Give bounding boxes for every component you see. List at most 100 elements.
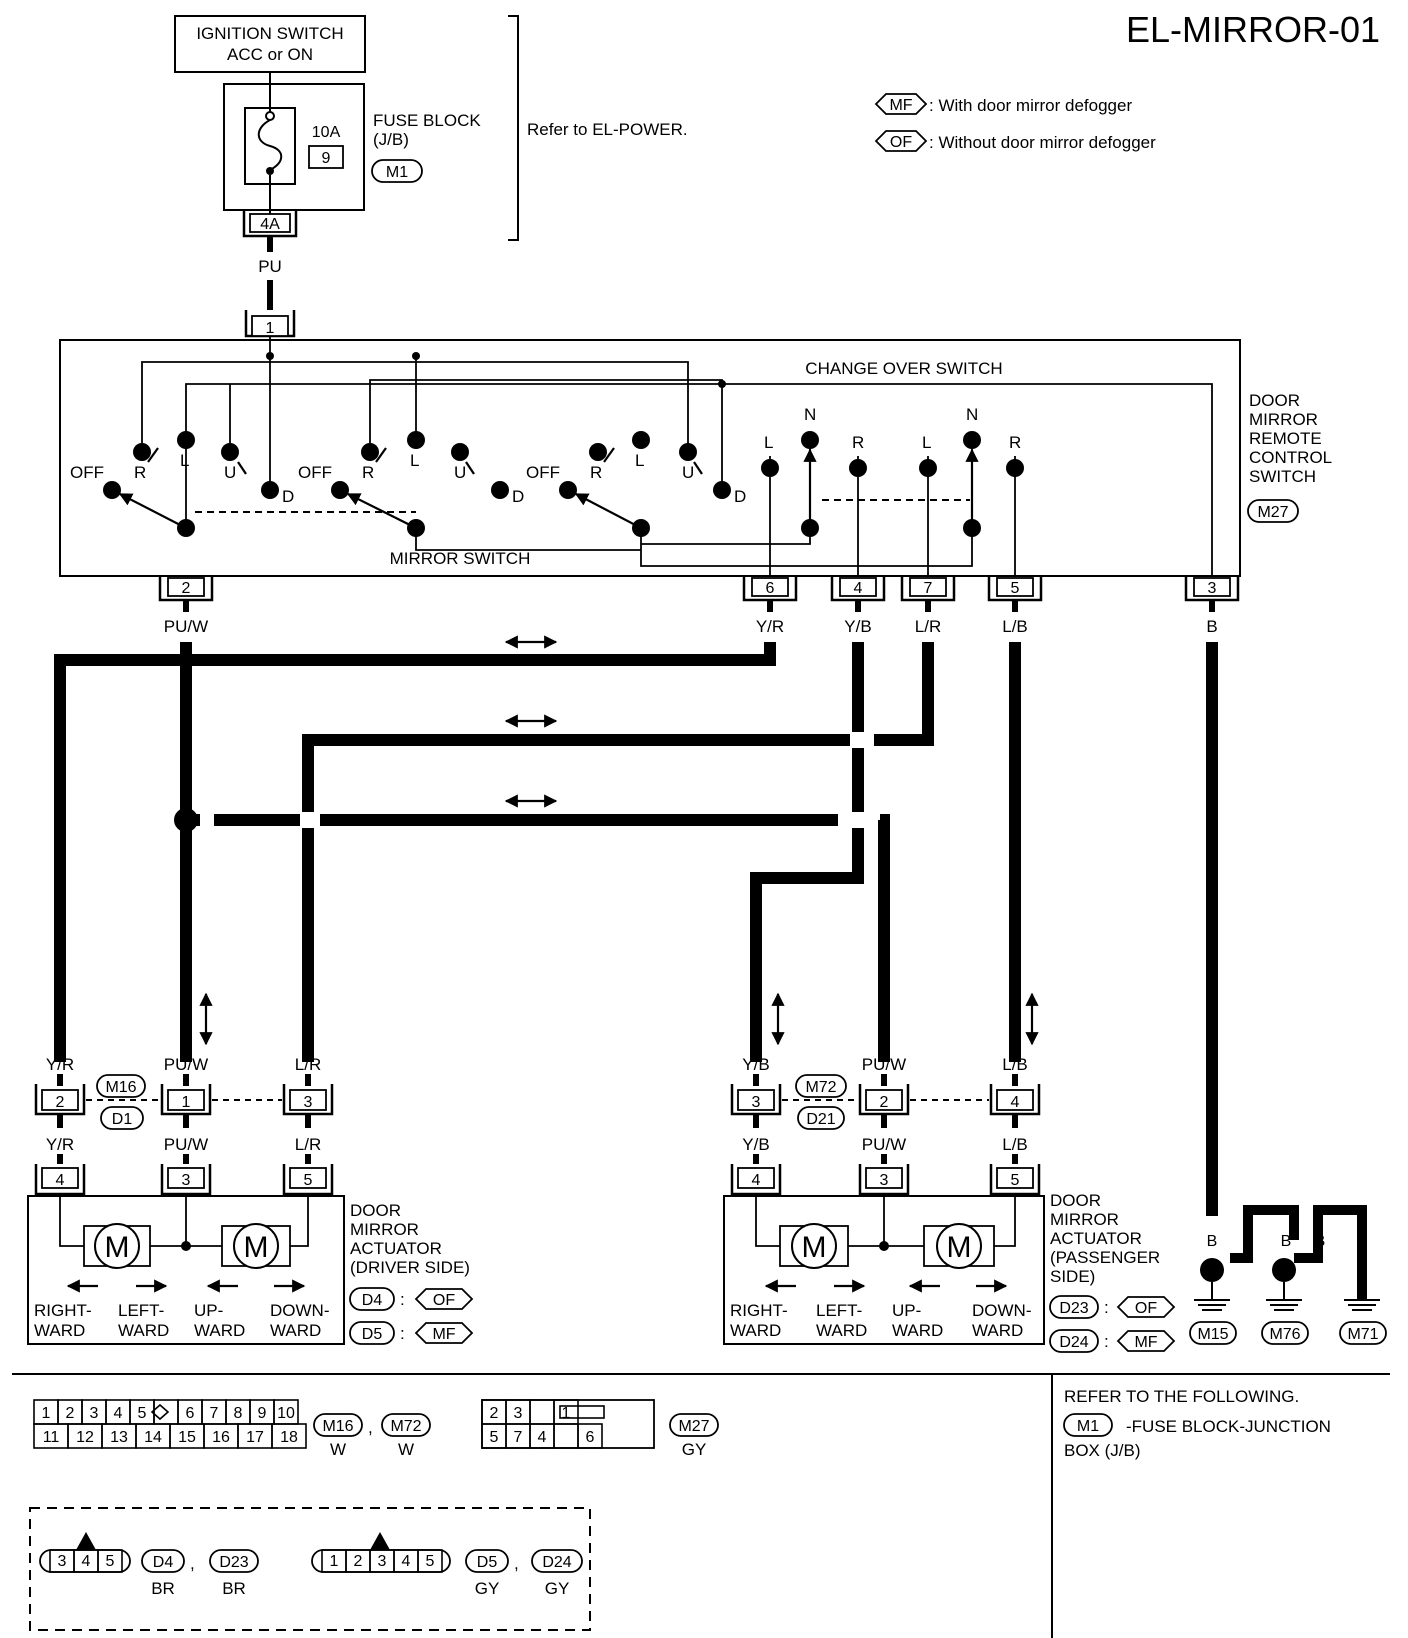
legend-mf: MF : With door mirror defogger xyxy=(874,93,1132,115)
changeover-pos-n-1: N xyxy=(804,405,816,424)
passenger-actuator: M M RIGHT- WARD LEFT- WARD UP- WARD DOWN… xyxy=(723,1195,1045,1345)
switch-pos-r-1: R xyxy=(134,463,146,482)
d24-view-label: D24 xyxy=(542,1554,571,1571)
m16-row1-pin: 3 xyxy=(90,1405,99,1422)
fuse-block-connector-tag: M1 xyxy=(371,159,423,183)
refer-line3: BOX (J/B) xyxy=(1064,1441,1141,1460)
passenger-motor-lr-label: M xyxy=(802,1231,827,1264)
driver-lower-pin-2: 3 xyxy=(182,1172,191,1189)
passenger-actuator-name-4: (PASSENGER xyxy=(1050,1248,1160,1267)
driver-lower-wire-2: PU/W xyxy=(164,1135,208,1154)
passenger-motor-ud-label: M xyxy=(947,1231,972,1264)
d5-pin: 1 xyxy=(330,1553,339,1570)
passenger-dir-down-1: DOWN- xyxy=(972,1301,1031,1320)
grounds: B B B B B M15 M76 M71 xyxy=(1189,1205,1387,1345)
switch-pos-u-1: U xyxy=(224,463,236,482)
switch-pos-u-2: U xyxy=(454,463,466,482)
svg-text:,: , xyxy=(514,1554,519,1573)
switch-pos-d-2: D xyxy=(512,487,524,506)
d-connectors-box xyxy=(29,1507,591,1631)
d4-key-icon xyxy=(76,1532,96,1550)
ground-m15: M15 xyxy=(1197,1326,1228,1343)
m16-row1-pin: 9 xyxy=(258,1405,267,1422)
terminal-4a: 4A xyxy=(242,210,298,238)
d4-view-label: D4 xyxy=(153,1554,174,1571)
switch-pin-6-label: 6 xyxy=(766,580,775,597)
passenger-actuator-name-1: DOOR xyxy=(1050,1191,1101,1210)
changeover-pos-l-2: L xyxy=(922,433,931,452)
m16-row2-pin: 12 xyxy=(76,1429,94,1446)
m27-row2-cell xyxy=(553,1423,579,1449)
svg-text::: : xyxy=(400,1324,405,1343)
passenger-actuator-name-5: SIDE) xyxy=(1050,1267,1095,1286)
legend-of-code: OF xyxy=(890,134,912,151)
driver-dir-up-1: UP- xyxy=(194,1301,223,1320)
switch-pin-7-label: 7 xyxy=(924,580,933,597)
driver-dir-right-2: WARD xyxy=(34,1321,85,1340)
fuse-icon xyxy=(257,119,283,171)
switch-pin-6-wire: Y/R xyxy=(756,617,784,636)
switch-pin-7: 7 L/R xyxy=(900,576,956,636)
driver-actuator-name-4: (DRIVER SIDE) xyxy=(350,1258,470,1277)
switch-pin-5-wire: L/B xyxy=(1002,617,1028,636)
changeover-pos-r-1: R xyxy=(852,433,864,452)
passenger-dir-right-2: WARD xyxy=(730,1321,781,1340)
passenger-variant-d24-conn: D24 xyxy=(1059,1334,1088,1351)
switch-pin-7-wire: L/R xyxy=(915,617,941,636)
d5-pin: 5 xyxy=(426,1553,435,1570)
switch-pin-4-label: 4 xyxy=(854,580,863,597)
driver-conn-top: M16 xyxy=(105,1079,136,1096)
terminal-4a-label: 4A xyxy=(260,216,280,233)
m16-view-label: M16 xyxy=(322,1418,353,1435)
m27-row2-pin: 4 xyxy=(538,1429,547,1446)
passenger-lower-wire-3: L/B xyxy=(1002,1135,1028,1154)
driver-upper-wire-2: PU/W xyxy=(164,1055,208,1074)
switch-pin-3-label: 3 xyxy=(1208,580,1217,597)
m72-view-color: W xyxy=(398,1440,414,1459)
passenger-variant-d23: D23 : OF xyxy=(1049,1295,1176,1319)
driver-dir-right-1: RIGHT- xyxy=(34,1301,92,1320)
switch-pin-2-wire: PU/W xyxy=(164,617,208,636)
passenger-variant-d24: D24 : MF xyxy=(1049,1329,1176,1353)
wire-pu-label: PU xyxy=(258,257,282,276)
driver-upper-pin-1: 2 xyxy=(56,1094,65,1111)
fuse-block-label: FUSE BLOCK xyxy=(373,111,481,130)
passenger-variant-d23-code: OF xyxy=(1135,1300,1157,1317)
switch-pos-off-2: OFF xyxy=(298,463,332,482)
ground-wire-2: B xyxy=(1243,1233,1254,1250)
svg-text:,: , xyxy=(190,1554,195,1573)
m16-row2-pin: 15 xyxy=(178,1429,196,1446)
ground-wire-5: B xyxy=(1357,1233,1368,1250)
m16-row2-pin: 11 xyxy=(43,1429,60,1446)
driver-lower-wire-3: L/R xyxy=(295,1135,321,1154)
m16-row1-pin: 1 xyxy=(42,1405,51,1422)
passenger-lower-pin-3: 5 xyxy=(1011,1172,1020,1189)
driver-actuator-name-2: MIRROR xyxy=(350,1220,419,1239)
driver-motor-lr-label: M xyxy=(105,1231,130,1264)
driver-upper-wire-3: L/R xyxy=(295,1055,321,1074)
m16-row2-pin: 16 xyxy=(212,1429,230,1446)
refer-line1: REFER TO THE FOLLOWING. xyxy=(1064,1387,1299,1406)
driver-harness-connectors: Y/R PU/W L/R 2 1 3 M16 D1 Y/R PU/W L/R 4… xyxy=(34,1055,334,1196)
remote-switch-name-2: MIRROR xyxy=(1249,410,1318,429)
driver-motor-ud-label: M xyxy=(244,1231,269,1264)
driver-upper-wire-1: Y/R xyxy=(46,1055,74,1074)
driver-actuator: M M RIGHT- WARD LEFT- WARD UP- WARD DOWN… xyxy=(27,1195,345,1345)
driver-conn-bot: D1 xyxy=(112,1111,133,1128)
switch-pin-5: 5 L/B xyxy=(987,576,1043,636)
passenger-variant-d24-code: MF xyxy=(1134,1334,1157,1351)
diagram-title: EL-MIRROR-01 xyxy=(1126,9,1380,50)
d24-view-color: GY xyxy=(545,1579,570,1598)
changeover-pos-l-1: L xyxy=(764,433,773,452)
d5-view-color: GY xyxy=(475,1579,500,1598)
driver-lower-pin-1: 4 xyxy=(56,1172,65,1189)
passenger-motor-ud xyxy=(936,1223,982,1269)
passenger-variant-d23-conn: D23 xyxy=(1059,1300,1088,1317)
d5-pin: 4 xyxy=(402,1553,411,1570)
switch-pin-4: 4 Y/B xyxy=(830,576,886,636)
driver-dir-down-1: DOWN- xyxy=(270,1301,329,1320)
d23-view-color: BR xyxy=(222,1579,246,1598)
m16-row1-pin: 10 xyxy=(277,1405,295,1422)
m27-row1-pin: 3 xyxy=(514,1405,523,1422)
passenger-conn-bot: D21 xyxy=(806,1111,835,1128)
